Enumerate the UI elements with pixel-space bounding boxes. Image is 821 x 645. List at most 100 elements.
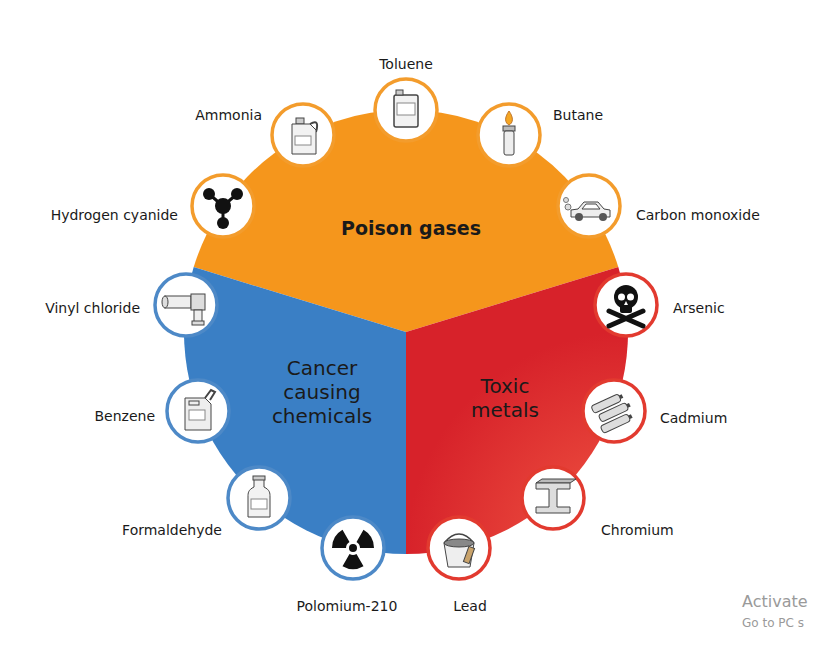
icon-part [396, 90, 403, 95]
hazard-label: Polomium-210 [297, 598, 398, 615]
icon-part [618, 294, 625, 301]
hazard-icon: Arsenic [593, 272, 659, 338]
watermark-text: Go to PC s [742, 616, 804, 630]
icon-circle [226, 465, 292, 531]
icon-part [536, 483, 570, 513]
icon-part [506, 111, 513, 125]
icon-part [575, 213, 583, 221]
hazard-label: Benzene [94, 408, 155, 425]
hazard-icon: Toluene [373, 77, 439, 143]
icon-part [189, 410, 205, 420]
icon-ring [322, 517, 384, 579]
icon-part [624, 301, 628, 305]
icon-part [248, 479, 270, 517]
icon-part [185, 398, 211, 430]
category-label: Cancer causing chemicals [264, 356, 380, 428]
icon-part [217, 217, 229, 229]
icon-part [205, 390, 215, 400]
icon-part [394, 95, 418, 127]
icon-circle [476, 102, 542, 168]
icon-circle [165, 378, 231, 444]
hazard-icon: Formaldehyde [226, 465, 292, 531]
icon-part [292, 124, 316, 154]
hazard-label: Hydrogen cyanide [51, 207, 178, 224]
hazard-label: Cadmium [660, 410, 727, 427]
icon-part [253, 476, 265, 480]
hazard-label: Ammonia [195, 107, 262, 124]
icon-ring [192, 175, 254, 237]
icon-part [194, 310, 202, 322]
icon-part [618, 394, 622, 399]
icon-part [609, 311, 643, 326]
icon-part [215, 198, 231, 214]
hazard-label: Arsenic [673, 300, 725, 317]
radiation-blade [342, 554, 363, 569]
icon-part [397, 103, 415, 115]
icon-part [536, 479, 576, 483]
category-label: Toxic metals [462, 374, 548, 422]
icon-part [626, 403, 630, 408]
icon-part [189, 401, 199, 405]
hazard-label: Formaldehyde [122, 522, 222, 539]
icon-part [349, 544, 357, 552]
icon-part [503, 126, 515, 131]
icon-circle [320, 515, 386, 581]
radiation-blade [356, 529, 374, 547]
icon-circle [520, 465, 586, 531]
hazard-icon: Polomium-210 [320, 515, 386, 581]
hazard-icon: Lead [426, 515, 492, 581]
icon-ring [167, 380, 229, 442]
category-label: Poison gases [301, 217, 521, 240]
icon-ring [522, 467, 584, 529]
icon-part [444, 539, 474, 547]
icon-circle [593, 272, 659, 338]
icon-part [162, 296, 168, 308]
hazard-label: Lead [453, 598, 487, 615]
icon-part [599, 213, 607, 221]
icon-circle [270, 102, 336, 168]
icon-ring [558, 175, 620, 237]
icon-part [565, 204, 571, 210]
icon-part [192, 321, 204, 325]
icon-part [251, 499, 267, 509]
icon-ring [155, 274, 217, 336]
icon-ring [595, 274, 657, 336]
hazard-icon: Chromium [520, 465, 586, 531]
icon-ring [583, 380, 645, 442]
radiation-blade [332, 529, 350, 547]
icon-part [231, 188, 243, 200]
icon-part [563, 197, 568, 202]
icon-part [295, 136, 311, 145]
hazard-icon: Butane [476, 102, 542, 168]
icon-part [628, 414, 632, 419]
hazard-label: Carbon monoxide [636, 207, 760, 224]
icon-part [504, 131, 514, 155]
icon-part [609, 311, 643, 326]
icon-part [296, 118, 304, 124]
hazard-label: Chromium [601, 522, 674, 539]
hazard-icon: Carbon monoxide [556, 173, 622, 239]
hazard-label: Butane [553, 107, 603, 124]
icon-circle [373, 77, 439, 143]
icon-ring [375, 79, 437, 141]
icon-circle [153, 272, 219, 338]
icon-part [600, 413, 631, 433]
icon-ring [228, 467, 290, 529]
icon-ring [428, 517, 490, 579]
hazard-icon: Vinyl chloride [153, 272, 219, 338]
icon-ring [478, 104, 540, 166]
icon-circle [190, 173, 256, 239]
icon-circle [581, 378, 647, 444]
icon-ring [272, 104, 334, 166]
icon-circle [556, 173, 622, 239]
watermark-text: Activate [742, 592, 808, 611]
hazard-icon: Cadmium [581, 378, 647, 444]
icon-circle [426, 515, 492, 581]
hazard-label: Toluene [379, 56, 433, 73]
icon-part [627, 294, 634, 301]
icon-part [191, 294, 205, 310]
icon-part [165, 296, 191, 308]
hazard-icon: Ammonia [270, 102, 336, 168]
icon-part [203, 188, 215, 200]
